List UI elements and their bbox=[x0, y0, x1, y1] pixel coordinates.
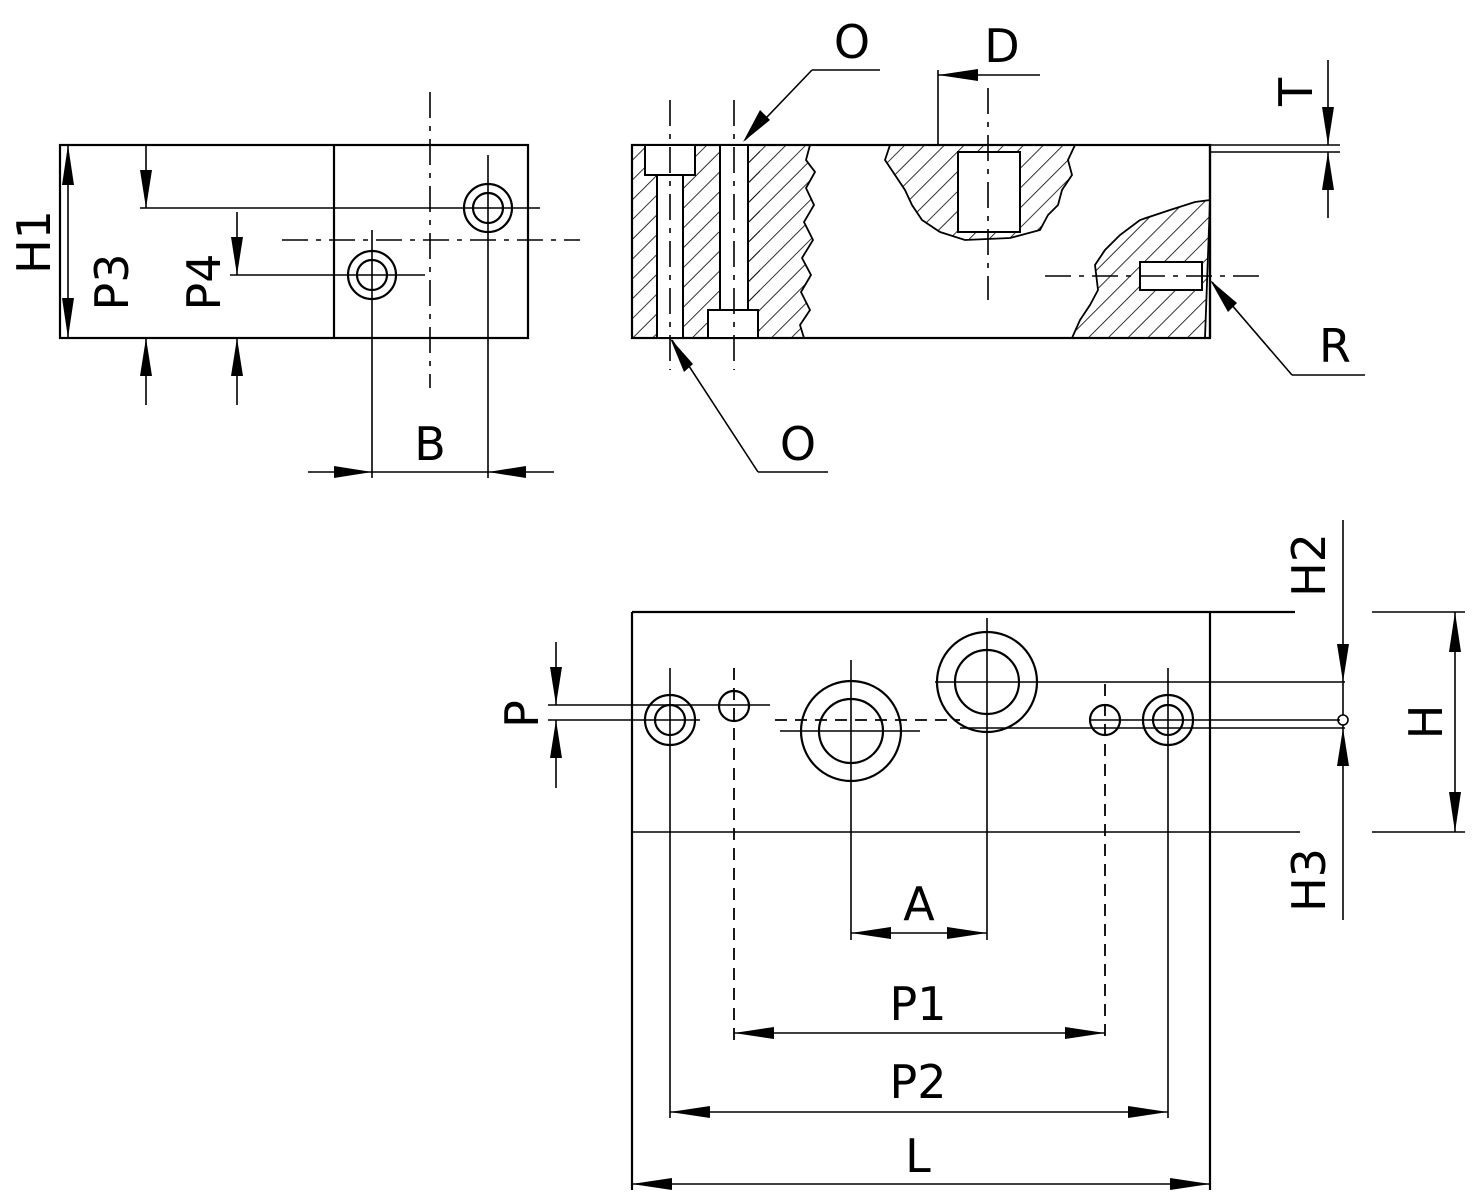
label-p: P bbox=[495, 700, 549, 728]
label-o-top: O bbox=[834, 15, 870, 69]
front-view: H2 H H3 P A P1 P2 L bbox=[495, 520, 1465, 1190]
side-hole-lower bbox=[346, 249, 398, 301]
section-view: O O D T R bbox=[630, 15, 1365, 473]
side-view: H1 P3 P4 B bbox=[7, 92, 580, 478]
label-h: H bbox=[1399, 705, 1453, 740]
label-h2: H2 bbox=[1282, 533, 1336, 597]
label-o-bottom: O bbox=[780, 417, 816, 471]
label-r: R bbox=[1319, 319, 1351, 373]
label-p2: P2 bbox=[889, 1055, 946, 1109]
side-view-outline bbox=[58, 143, 530, 340]
label-p3: P3 bbox=[85, 253, 139, 310]
label-l: L bbox=[905, 1129, 931, 1183]
label-h1: H1 bbox=[7, 210, 61, 274]
label-p4: P4 bbox=[177, 253, 231, 310]
side-hole-upper bbox=[462, 182, 514, 234]
label-h3: H3 bbox=[1282, 848, 1336, 912]
label-d: D bbox=[984, 19, 1019, 73]
label-b: B bbox=[414, 417, 446, 471]
label-t: T bbox=[1269, 77, 1323, 107]
label-a: A bbox=[903, 877, 935, 931]
label-p1: P1 bbox=[889, 977, 946, 1031]
